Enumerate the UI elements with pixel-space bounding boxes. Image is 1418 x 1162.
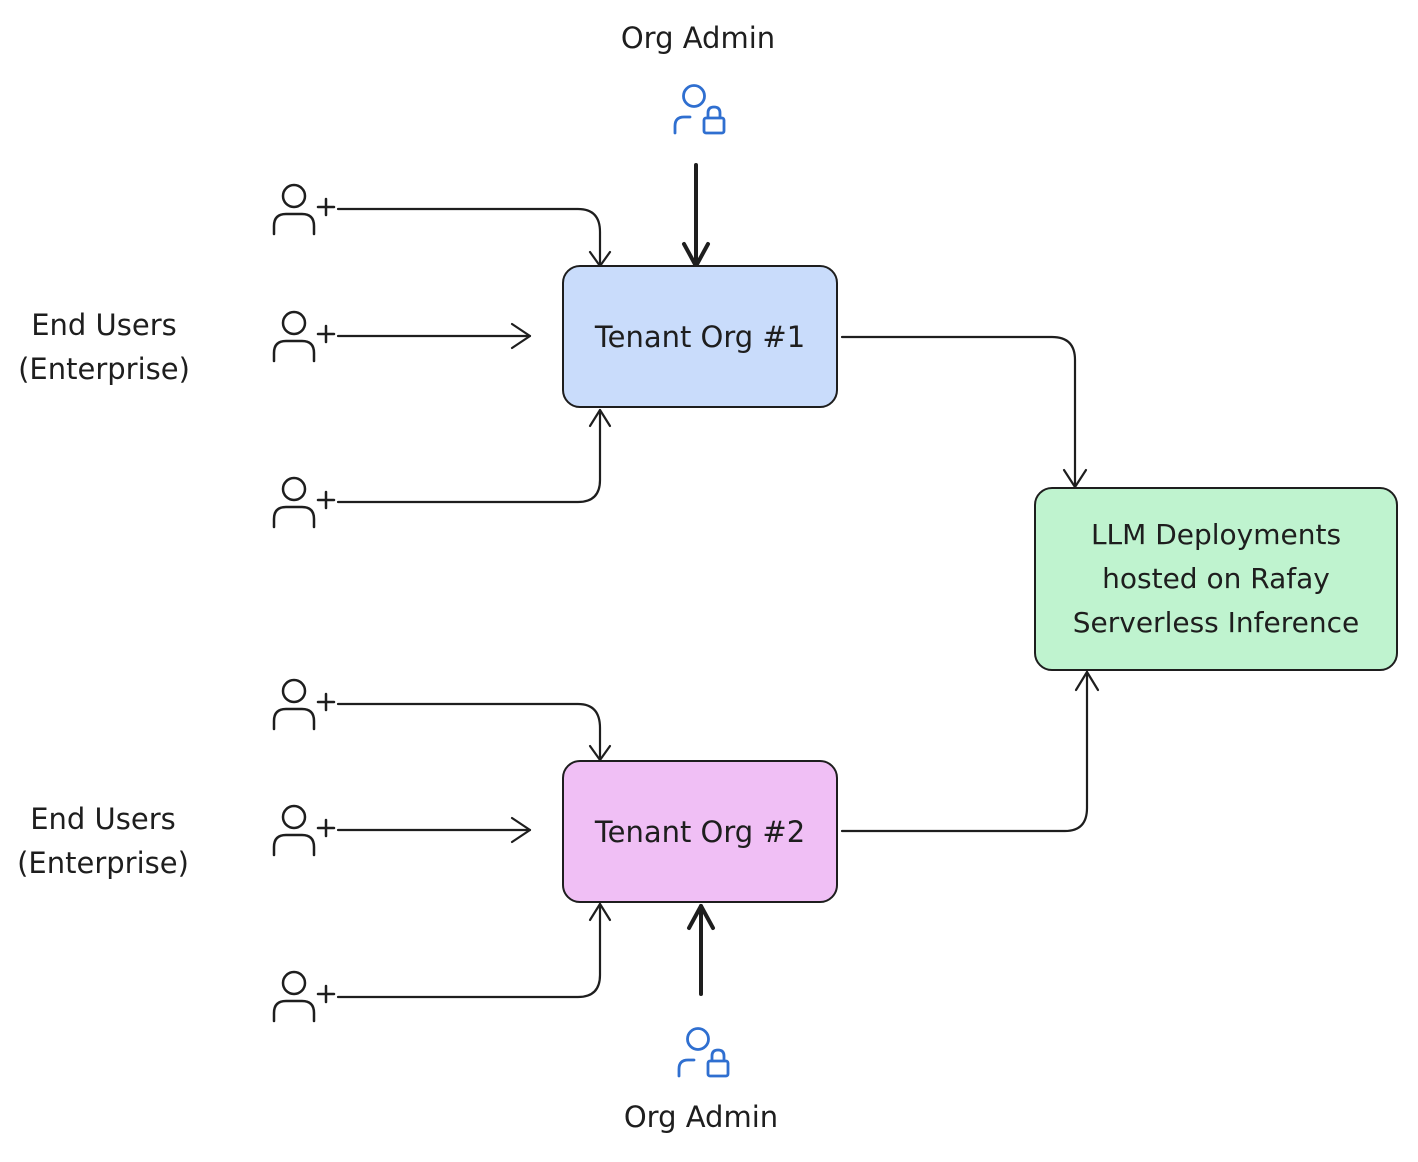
arrow-user6-to-tenant2 <box>336 902 602 999</box>
user-add-icon <box>272 183 336 236</box>
tenant-org-1-box: Tenant Org #1 <box>562 265 838 408</box>
llm-deployments-label: LLM Deployments hosted on Rafay Serverle… <box>1072 518 1360 639</box>
org-admin-top-icon <box>673 84 726 135</box>
user-add-icon <box>272 970 336 1023</box>
llm-deployments-box: LLM Deployments hosted on Rafay Serverle… <box>1034 487 1398 671</box>
org-admin-top-label: Org Admin <box>620 21 776 55</box>
tenant-org-2-box: Tenant Org #2 <box>562 760 838 903</box>
user-add-icon <box>272 804 336 857</box>
arrow-user1-to-tenant1 <box>336 207 602 268</box>
org-admin-bottom-icon <box>677 1027 730 1078</box>
tenant-org-1-label: Tenant Org #1 <box>594 319 806 354</box>
arrow-user4-to-tenant2 <box>336 702 602 762</box>
end-users-group1-line2: (Enterprise) <box>18 352 190 386</box>
org-admin-bottom-label: Org Admin <box>623 1100 779 1134</box>
end-users-group2-line1: End Users <box>30 802 176 836</box>
user-add-icon <box>272 310 336 363</box>
end-users-group2-line2: (Enterprise) <box>17 846 189 880</box>
user-add-icon <box>272 476 336 529</box>
end-users-group1-line1: End Users <box>31 308 177 342</box>
arrow-tenant2-to-llm <box>840 670 1089 833</box>
tenant-org-2-label: Tenant Org #2 <box>594 814 806 849</box>
arrow-tenant1-to-llm <box>840 335 1077 489</box>
user-add-icon <box>272 678 336 731</box>
arrow-user3-to-tenant1 <box>336 408 602 504</box>
